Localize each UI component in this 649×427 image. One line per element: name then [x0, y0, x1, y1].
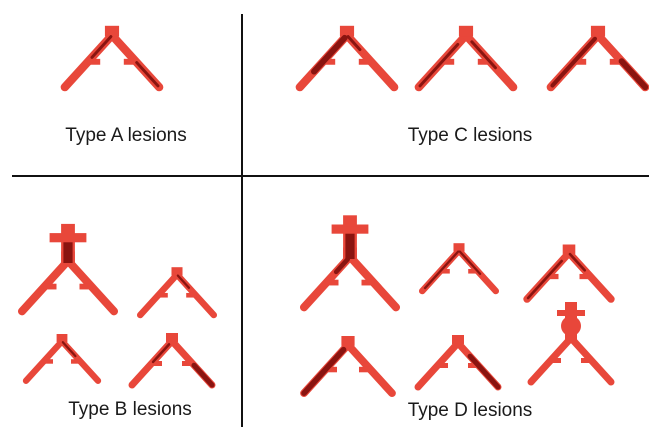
bifurcation-d4: [304, 336, 392, 393]
bifurcation-d5: [418, 335, 498, 387]
side-branch-right: [362, 280, 375, 286]
bifurcation-d6: [531, 302, 611, 382]
bifurcation-b1: [22, 224, 114, 311]
lesion-segment: [92, 37, 111, 58]
apex-cap: [591, 26, 605, 37]
trunk-lesion: [345, 231, 354, 259]
side-branch-left: [437, 363, 448, 368]
side-branch-left: [87, 59, 100, 65]
bifurcation-d2: [422, 243, 496, 291]
bifurcation-c1: [300, 26, 394, 87]
apex-cap: [166, 333, 178, 342]
lesion-segment: [470, 356, 498, 387]
side-branch-right: [80, 284, 93, 290]
lesion-segment: [425, 252, 458, 288]
lesion-segment: [420, 44, 458, 86]
lesion-segment: [528, 261, 562, 298]
lesion-segment: [552, 39, 594, 86]
side-branch-right: [71, 359, 81, 364]
side-branch-right: [581, 358, 592, 363]
bifurcation-c2: [419, 26, 513, 87]
side-branch-right: [359, 367, 371, 373]
bifurcation-c3: [551, 26, 645, 87]
lesion-segment: [570, 254, 585, 270]
side-branch-left: [550, 358, 561, 363]
lesion-segment: [63, 342, 76, 356]
bifurcation-b2: [140, 267, 214, 315]
side-branch-right: [186, 293, 196, 298]
caption-type-b: Type B lesions: [68, 400, 192, 419]
side-branch-right: [359, 59, 372, 65]
side-branch-left: [44, 284, 57, 290]
side-branch-right: [182, 361, 193, 366]
lesion-segment: [314, 38, 345, 72]
bifurcation-b3: [26, 334, 98, 381]
caption-type-c: Type C lesions: [408, 126, 533, 145]
apex-cap: [341, 336, 354, 346]
apex-cap: [453, 243, 464, 251]
lesion-segment: [304, 350, 344, 394]
side-branch-right: [580, 274, 592, 279]
bifurcation-d3: [527, 245, 611, 300]
caption-type-a: Type A lesions: [65, 126, 186, 145]
lesion-segment: [137, 63, 158, 86]
bifurcation-d1: [304, 215, 396, 307]
trunk-lesion: [63, 240, 72, 263]
side-branch-left: [43, 359, 53, 364]
lesion-segment: [153, 344, 169, 362]
aneurysm-bulge: [561, 316, 581, 336]
trunk-top: [343, 215, 357, 227]
bifurcation-b4: [132, 333, 212, 385]
lesion-segment: [622, 61, 646, 87]
apex-cap: [452, 335, 464, 344]
apex-cap: [105, 26, 119, 37]
side-branch-left: [326, 280, 339, 286]
apex-cap: [171, 267, 182, 275]
apex-cap: [563, 245, 576, 254]
lesion-segment: [194, 365, 212, 385]
bifurcation-a: [65, 26, 159, 87]
apex-cap: [57, 334, 68, 342]
caption-type-d: Type D lesions: [408, 401, 533, 420]
apex-cap: [340, 26, 354, 37]
side-branch-left: [158, 293, 168, 298]
side-branch-right: [124, 59, 137, 65]
trunk-top: [61, 224, 75, 236]
apex-cap: [459, 26, 473, 37]
trunk-top: [565, 302, 577, 311]
